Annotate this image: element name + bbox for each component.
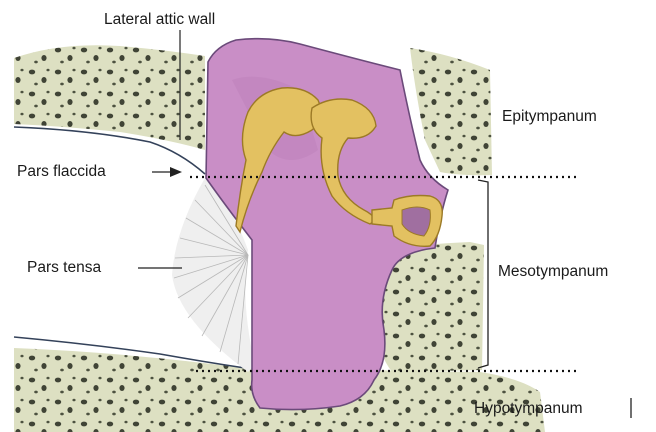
label-lateral-attic-wall: Lateral attic wall	[104, 12, 215, 28]
arrowhead-pars-flaccida	[170, 167, 182, 177]
label-mesotympanum: Mesotympanum	[498, 264, 608, 280]
label-epitympanum: Epitympanum	[502, 109, 597, 125]
label-hypotympanum: Hypotympanum	[474, 401, 583, 417]
label-pars-flaccida: Pars flaccida	[17, 164, 106, 180]
label-pars-tensa: Pars tensa	[27, 260, 101, 276]
